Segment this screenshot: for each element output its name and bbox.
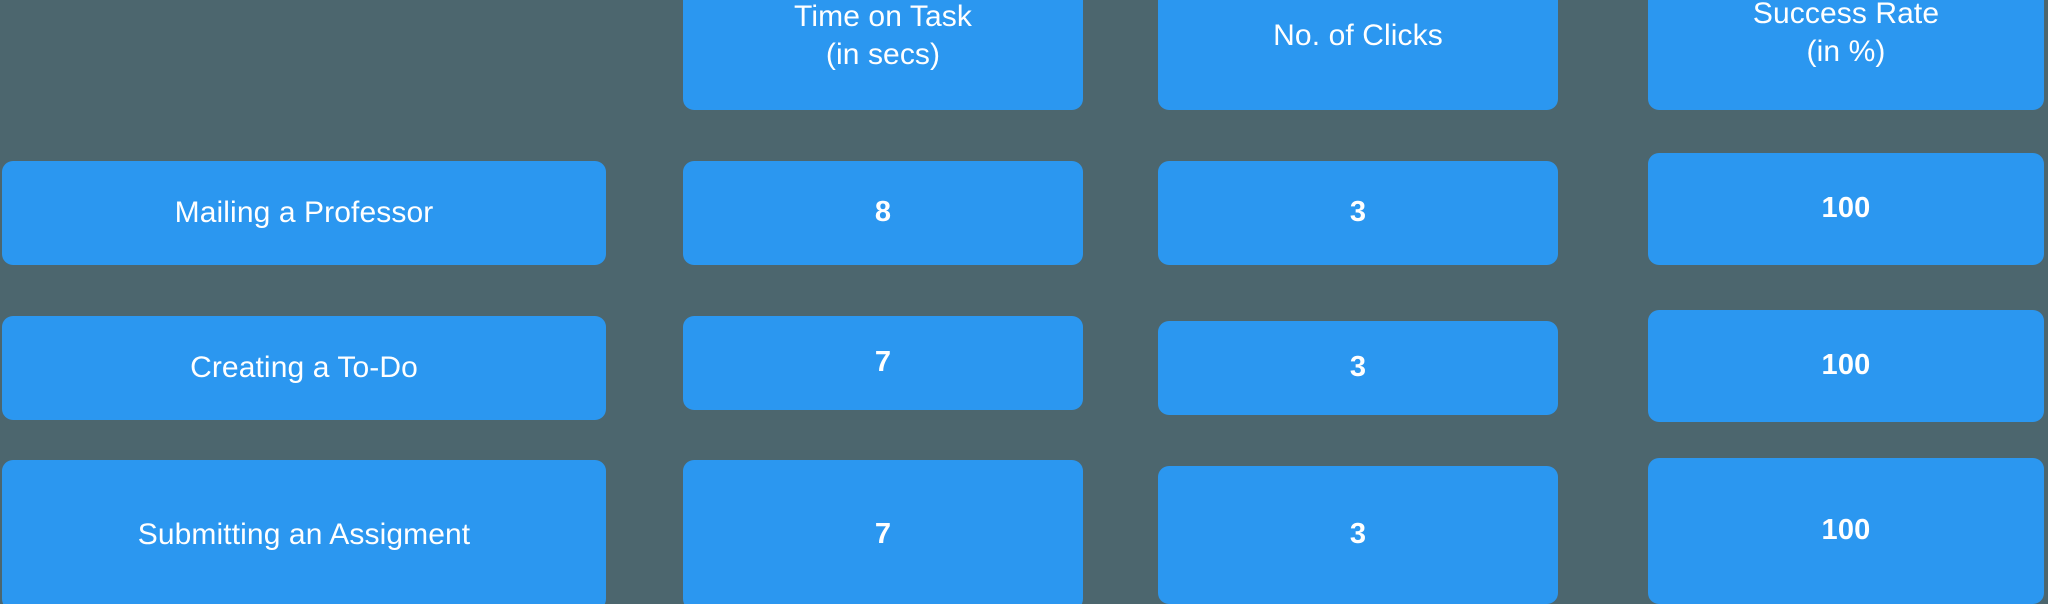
table-row-task-label: Creating a To-Do (2, 316, 606, 420)
column-header-time-on-task: Time on Task (in secs) (683, 0, 1083, 110)
column-header-success-rate-line2: (in %) (1806, 35, 1886, 68)
table-row-time-on-task-value: 7 (683, 460, 1083, 604)
table-row-clicks-value: 3 (1158, 161, 1558, 265)
column-header-time-on-task-line1: Time on Task (794, 0, 972, 33)
column-header-success-rate-line1: Success Rate (1752, 0, 1940, 30)
table-row-task-label: Mailing a Professor (2, 161, 606, 265)
table-row-time-on-task-value: 8 (683, 161, 1083, 265)
table-row-clicks-value: 3 (1158, 321, 1558, 415)
column-header-no-of-clicks-line1: No. of Clicks (1273, 18, 1443, 52)
column-header-success-rate: Success Rate (in %) (1648, 0, 2044, 110)
table-row-task-label: Submitting an Assigment (2, 460, 606, 604)
table-row-time-on-task-value: 7 (683, 316, 1083, 410)
table-row-success-rate-value: 100 (1648, 458, 2044, 604)
column-header-no-of-clicks: No. of Clicks (1158, 0, 1558, 110)
table-row-clicks-value: 3 (1158, 466, 1558, 604)
table-row-success-rate-value: 100 (1648, 153, 2044, 265)
table-row-success-rate-value: 100 (1648, 310, 2044, 422)
column-header-time-on-task-line2: (in secs) (825, 38, 941, 71)
